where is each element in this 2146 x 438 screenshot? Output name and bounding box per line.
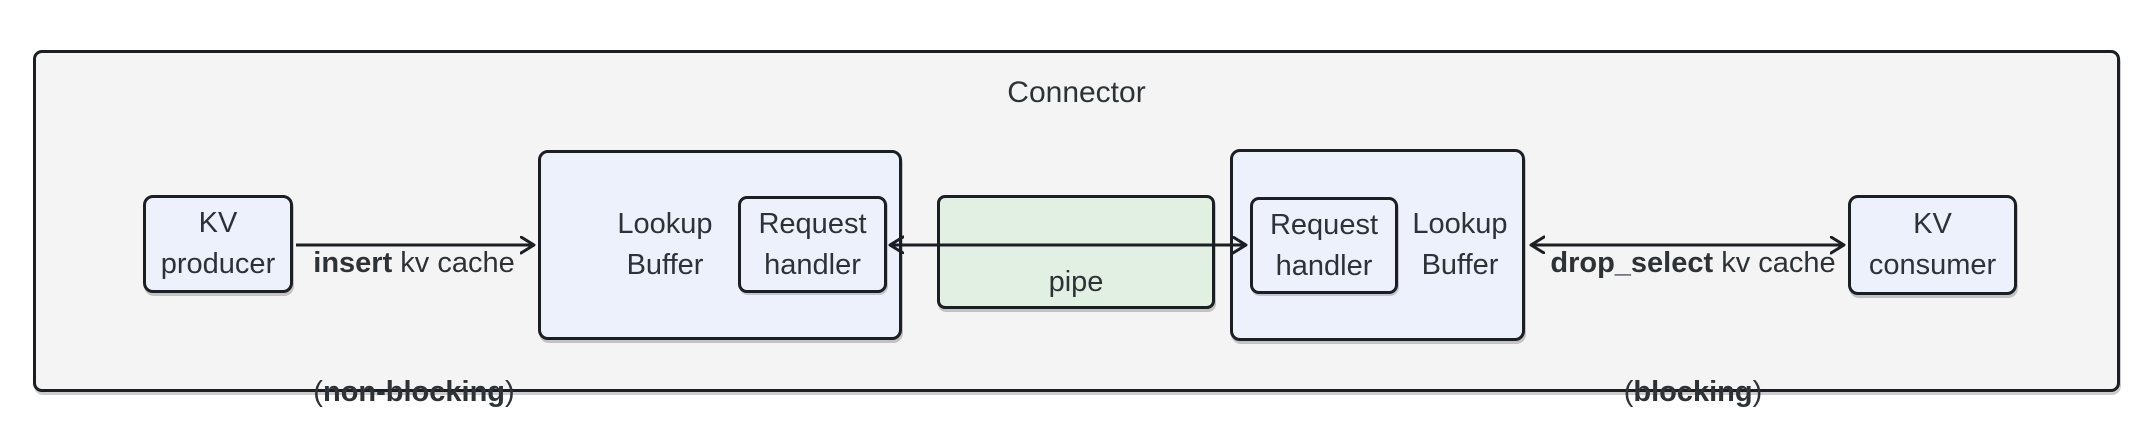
insert-close-paren: ) [505, 376, 515, 408]
drop-select-verb: drop_select [1550, 247, 1714, 279]
request-handler-right-label: Request handler [1253, 200, 1395, 291]
lookup-buffer-left-label-line2: Buffer [626, 249, 704, 281]
request-handler-right-node: Request handler [1250, 197, 1398, 294]
drop-select-close-paren: ) [1752, 376, 1763, 408]
kv-producer-label: KV producer [146, 198, 290, 290]
kv-consumer-label-line2: consumer [1868, 249, 1997, 281]
lookup-buffer-right-label-line2: Buffer [1421, 249, 1499, 281]
request-handler-left-label-line2: handler [764, 248, 861, 281]
lookup-buffer-left-label-line1: Lookup [617, 208, 713, 240]
insert-edge-label-line2: (non-blocking) [313, 371, 514, 414]
lookup-buffer-right-node: Request handler Lookup Buffer [1230, 149, 1525, 341]
drop-select-edge-label-line1: drop_select kv cache [1550, 242, 1835, 285]
lookup-buffer-right-label-line1: Lookup [1412, 208, 1508, 240]
kv-consumer-label: KV consumer [1851, 198, 2014, 292]
request-handler-left-label: Request handler [741, 199, 884, 290]
drop-select-mode: blocking [1633, 376, 1753, 408]
lookup-buffer-right-label: Lookup Buffer [1360, 204, 1560, 286]
drop-select-edge-label: drop_select kv cache (blocking) [1550, 156, 1835, 438]
drop-select-edge-label-line2: (blocking) [1550, 371, 1835, 414]
kv-producer-node: KV producer [143, 195, 293, 293]
insert-edge-label: insert kv cache (non-blocking) [313, 156, 514, 438]
request-handler-right-label-line2: handler [1275, 249, 1373, 282]
pipe-label: pipe [1048, 266, 1104, 298]
request-handler-left-node: Request handler [738, 196, 887, 293]
kv-consumer-label-line1: KV [1913, 208, 1952, 240]
pipe-node: pipe [937, 195, 1215, 309]
lookup-buffer-left-label: Lookup Buffer [565, 204, 765, 286]
insert-open-paren: ( [313, 376, 323, 408]
drop-select-object: kv cache [1713, 247, 1836, 279]
insert-verb: insert [313, 247, 393, 279]
insert-edge-label-line1: insert kv cache [313, 242, 514, 285]
insert-object: kv cache [392, 247, 515, 279]
request-handler-right-label-line1: Request [1269, 208, 1378, 241]
request-handler-left-label-line1: Request [758, 207, 867, 240]
kv-producer-label-line1: KV [198, 207, 238, 239]
insert-mode: non-blocking [322, 376, 506, 408]
kv-consumer-node: KV consumer [1848, 195, 2017, 295]
connector-title: Connector [1007, 76, 1146, 109]
lookup-buffer-left-node: Lookup Buffer Request handler [538, 150, 902, 340]
drop-select-open-paren: ( [1623, 376, 1634, 408]
kv-producer-label-line2: producer [160, 248, 276, 280]
